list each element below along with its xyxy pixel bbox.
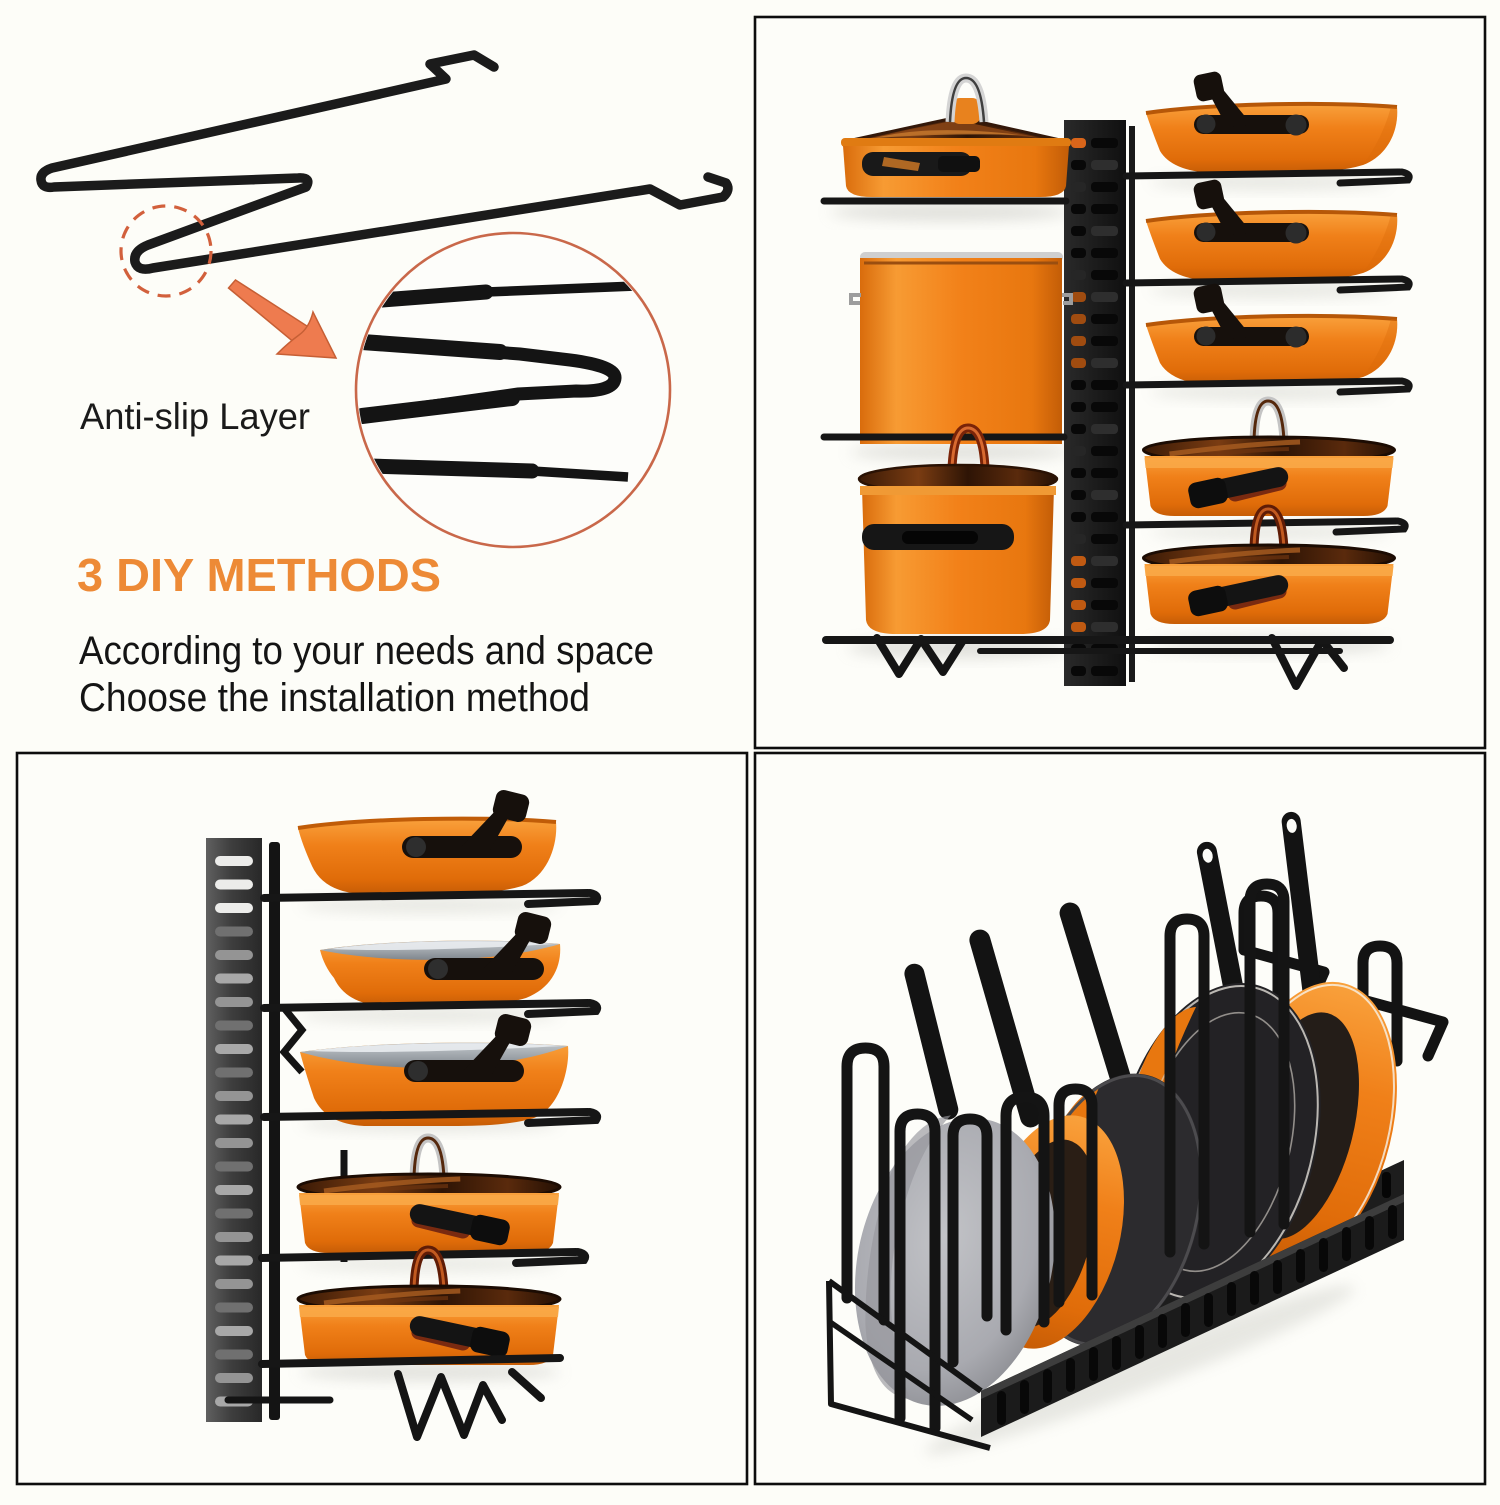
svg-text:Choose the installation method: Choose the installation method xyxy=(79,676,590,720)
svg-text:According to your needs and sp: According to your needs and space xyxy=(79,629,654,673)
svg-text:Anti-slip Layer: Anti-slip Layer xyxy=(80,396,310,437)
svg-text:3 DIY METHODS: 3 DIY METHODS xyxy=(77,549,441,601)
